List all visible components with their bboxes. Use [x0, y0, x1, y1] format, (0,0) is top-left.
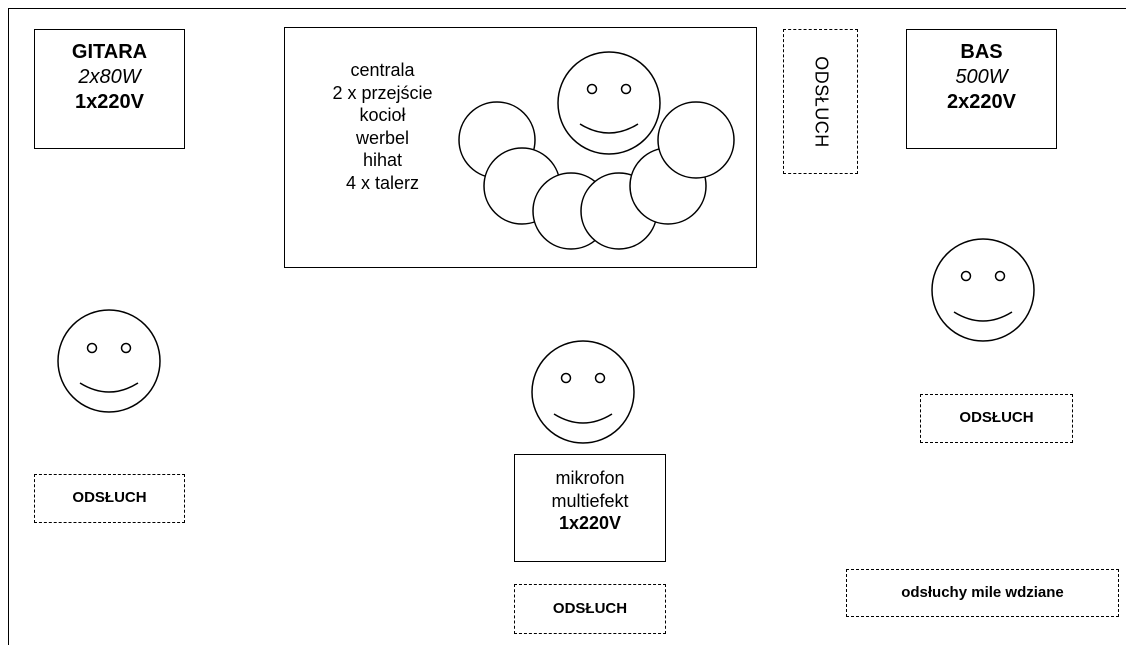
- drum-item: hihat: [362, 150, 403, 170]
- drum-item: werbel: [355, 127, 410, 148]
- bass-amp-power: 500W: [955, 66, 1008, 88]
- monitor-vocal-label: ODSŁUCH: [552, 600, 628, 617]
- vocal-rack-item: multiefekt: [551, 490, 629, 511]
- drum-kit-list: centrala 2 x przejście kocioł werbel hih…: [300, 59, 465, 194]
- monitor-bass-label: ODSŁUCH: [959, 409, 1034, 426]
- monitor-bass: ODSŁUCH: [920, 394, 1073, 443]
- bass-amp-box: BAS 500W 2x220V: [906, 29, 1057, 149]
- monitor-guitar: ODSŁUCH: [34, 474, 185, 523]
- vocal-rack-box: mikrofon multiefekt 1x220V: [514, 454, 666, 562]
- guitar-amp-title: GITARA: [71, 41, 148, 63]
- guitar-amp-box: GITARA 2x80W 1x220V: [34, 29, 185, 149]
- vocalist-face: [531, 340, 635, 444]
- monitors-welcome-note-text: odsłuchy mile wdziane: [901, 584, 1064, 601]
- bass-amp-title: BAS: [960, 41, 1003, 63]
- bass-amp-supply: 2x220V: [947, 91, 1016, 113]
- monitor-vocal: ODSŁUCH: [514, 584, 666, 634]
- drum-item: centrala: [350, 60, 415, 80]
- drummer-face: [557, 51, 661, 155]
- monitor-top-label: ODSŁUCH: [811, 56, 832, 148]
- guitar-amp-supply: 1x220V: [75, 91, 144, 113]
- drum-item: 4 x talerz: [345, 172, 420, 193]
- bass-player-face: [931, 238, 1035, 342]
- guitar-amp-power: 2x80W: [78, 66, 141, 88]
- stage-outline: [8, 8, 1126, 645]
- monitors-welcome-note: odsłuchy mile wdziane: [846, 569, 1119, 617]
- drum-item: 2 x przejście: [332, 82, 433, 103]
- cymbal-circle: [657, 101, 735, 179]
- vocal-rack-item: mikrofon: [555, 468, 625, 488]
- drum-item: kocioł: [359, 105, 406, 125]
- guitarist-face: [57, 309, 161, 413]
- monitor-top-vertical: ODSŁUCH: [783, 29, 858, 174]
- vocal-rack-supply: 1x220V: [558, 513, 622, 533]
- monitor-guitar-label: ODSŁUCH: [72, 489, 147, 506]
